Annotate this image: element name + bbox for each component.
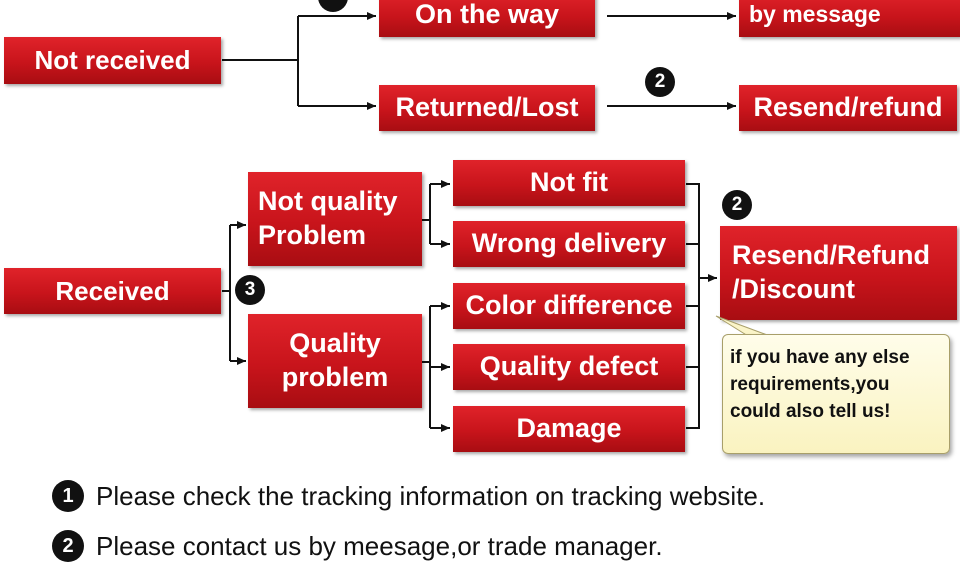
box-label-line1: Not quality: [258, 186, 398, 217]
box-not-fit: Not fit: [453, 160, 685, 206]
callout-line: if you have any else: [730, 347, 910, 368]
box-returned-lost: Returned/Lost: [379, 85, 595, 131]
box-on-the-way: On the way: [379, 0, 595, 37]
box-label-line1: Quality: [289, 328, 381, 359]
box-label: Wrong delivery: [471, 228, 667, 259]
box-damage: Damage: [453, 406, 685, 452]
callout-line: could also tell us!: [730, 400, 891, 422]
box-label: Received: [55, 275, 170, 306]
box-not-quality-problem: Not quality Problem: [248, 172, 422, 266]
callout-line: requirements,you: [730, 373, 890, 395]
box-quality-defect: Quality defect: [453, 344, 685, 390]
connector-notreceived-trunk: [222, 16, 299, 106]
box-label-line2: problem: [281, 362, 389, 392]
box-contact-by-message: by message: [739, 0, 960, 37]
footnote-text: Please contact us by meesage,or trade ma…: [96, 530, 663, 561]
box-wrong-delivery: Wrong delivery: [453, 221, 685, 267]
box-label-line1: Resend/Refund: [732, 240, 931, 271]
box-resend-refund-discount: Resend/Refund /Discount: [720, 226, 957, 320]
connector-right-bracket: [686, 183, 700, 429]
footnote-number: 1: [52, 480, 84, 512]
step-badge-2-top: 2: [645, 67, 675, 97]
step-badge-1-top: [318, 0, 348, 12]
connector-received-trunk: [222, 225, 231, 361]
box-label: On the way: [414, 0, 560, 29]
footnote-2: 2 Please contact us by meesage,or trade …: [52, 530, 663, 562]
step-badge-3: 3: [235, 275, 265, 305]
box-label: Damage: [516, 413, 622, 444]
footnote-text: Please check the tracking information on…: [96, 480, 766, 511]
footnote-1: 1 Please check the tracking information …: [52, 480, 765, 512]
box-label: Not fit: [530, 167, 608, 198]
box-label: by message: [749, 1, 881, 28]
box-label: Color difference: [465, 290, 673, 321]
box-label: Returned/Lost: [395, 92, 579, 123]
box-color-difference: Color difference: [453, 283, 685, 329]
box-label-line2: Problem: [258, 220, 367, 250]
footnote-number: 2: [52, 530, 84, 562]
box-label: Not received: [34, 45, 191, 76]
box-quality-problem: Quality problem: [248, 314, 422, 408]
box-received: Received: [4, 268, 221, 314]
connector-notquality: [422, 184, 431, 244]
box-not-received: Not received: [4, 37, 221, 84]
callout-note: if you have any else requirements,you co…: [722, 334, 950, 454]
box-label-line2: /Discount: [732, 274, 856, 304]
box-label: Resend/refund: [753, 92, 943, 123]
box-resend-refund: Resend/refund: [739, 85, 957, 131]
box-label: Quality defect: [479, 351, 659, 382]
step-badge-2-mid: 2: [722, 190, 752, 220]
